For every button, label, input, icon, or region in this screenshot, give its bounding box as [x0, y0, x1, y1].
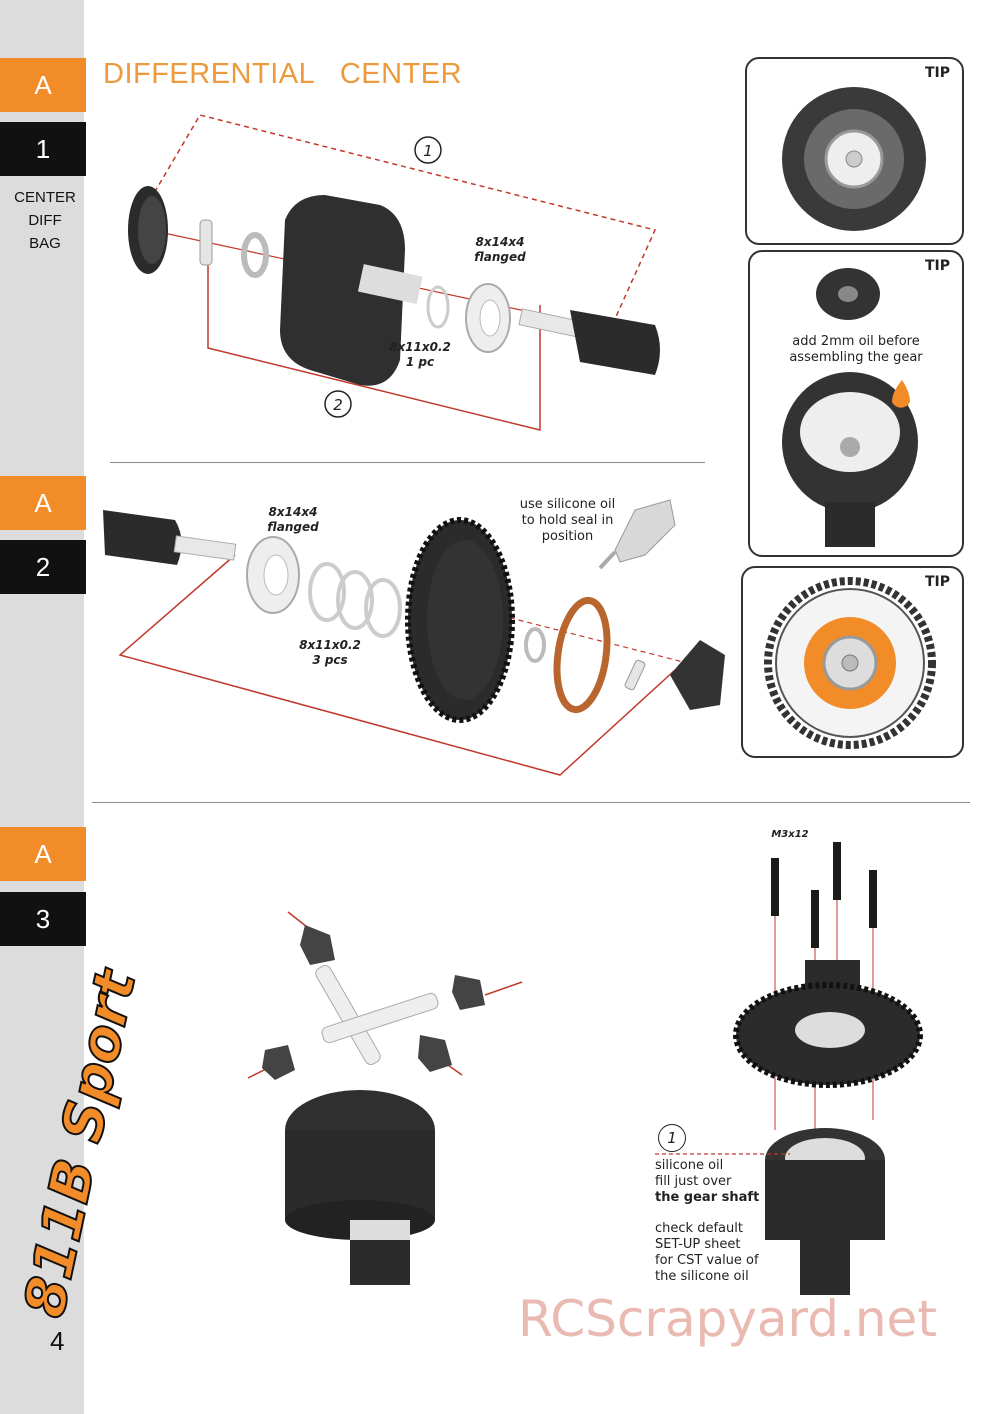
pinion-gear-1	[300, 925, 335, 965]
callout-2-circle	[324, 390, 352, 418]
step2-bearing-label: 8x14x4 flanged	[267, 505, 319, 534]
cross-shaft-2	[321, 992, 439, 1044]
guide-line-2	[207, 250, 541, 431]
oil-bottle-icon	[598, 499, 676, 570]
setup-note: check default SET-UP sheet for CST value…	[655, 1221, 759, 1284]
spur-gear	[405, 517, 515, 723]
shim-2	[336, 570, 374, 630]
pin	[199, 219, 213, 266]
sidebar	[0, 0, 84, 1414]
cross-shaft-1	[315, 965, 381, 1065]
bevel-gear	[670, 640, 725, 710]
divider-2	[92, 802, 970, 803]
tip3-illustration	[764, 577, 936, 749]
oil-drop-icon	[892, 380, 910, 408]
o-ring	[241, 232, 269, 278]
step1-shim-label: 8x11x0.2 1 pc	[389, 340, 451, 369]
screw-3	[833, 842, 841, 900]
outdrive-2	[103, 510, 237, 565]
screw-1	[771, 858, 779, 916]
shim-1	[308, 562, 346, 622]
tip-box-1: TIP	[745, 57, 964, 245]
screw-label: M3x12	[771, 829, 809, 840]
page-title: DIFFERENTIAL CENTER	[103, 58, 463, 90]
divider-1	[110, 462, 705, 463]
arrow-2	[484, 981, 523, 996]
screw-4	[869, 870, 877, 928]
pinion-gear-2	[452, 975, 485, 1010]
svg-text:2: 2	[333, 396, 343, 414]
step2-shim-label: 8x11x0.2 3 pcs	[299, 638, 361, 667]
tip1-illustration	[782, 87, 926, 231]
shim-3	[364, 578, 402, 638]
fill-note: silicone oil fill just over the gear sha…	[655, 1158, 760, 1205]
bearing	[465, 283, 511, 353]
watermark: RCScrapyard.net	[518, 1290, 937, 1348]
guide-line-3	[118, 554, 676, 776]
gasket	[553, 596, 611, 714]
step-a1-letter: A	[0, 58, 86, 112]
callout-1-circle	[414, 136, 442, 164]
step1-bearing-label: 8x14x4 flanged	[474, 235, 526, 264]
oil-note: use silicone oil to hold seal in positio…	[519, 497, 616, 544]
tip2-note: add 2mm oil before assembling the gear	[789, 334, 923, 365]
pin-2	[624, 659, 646, 691]
guide-line-1	[149, 114, 657, 331]
pinion-gear-3	[262, 1045, 295, 1080]
tip-box-2: TIP add 2mm oil before assembling the ge…	[748, 250, 964, 557]
step-a2-letter: A	[0, 476, 86, 530]
step-a1-number: 1	[0, 122, 86, 176]
diff-case	[280, 195, 423, 386]
shim	[426, 285, 450, 329]
step3-final-assembly	[655, 842, 923, 1295]
outdrive-3	[350, 1240, 410, 1285]
o-ring-2	[524, 627, 546, 663]
axis-line-dashed	[439, 599, 696, 666]
bearing-2	[246, 536, 300, 614]
tip-box-3: TIP	[741, 566, 964, 758]
svg-text:1: 1	[423, 142, 433, 160]
pinion-gear-4	[418, 1035, 452, 1072]
step3-callout: 1	[658, 1124, 686, 1152]
tip2-illustration	[782, 268, 918, 547]
brand-logo: 811B Sport	[11, 962, 150, 1324]
outdrive	[518, 308, 660, 375]
step-a2-number: 2	[0, 540, 86, 594]
step-a3-letter: A	[0, 827, 86, 881]
step-a3-number: 3	[0, 892, 86, 946]
drive-gear	[128, 186, 168, 274]
step2-diagram	[103, 499, 725, 776]
screw-2	[811, 890, 819, 948]
bag-label: CENTER DIFF BAG	[14, 189, 76, 252]
step1-diagram: 1 2	[128, 114, 660, 431]
step3-gear-assembly	[247, 911, 523, 1285]
page-number: 4	[50, 1326, 65, 1356]
